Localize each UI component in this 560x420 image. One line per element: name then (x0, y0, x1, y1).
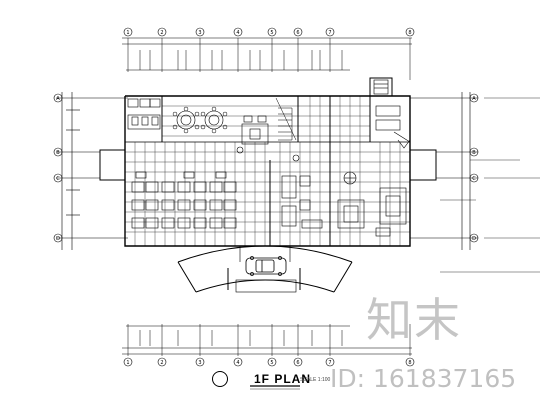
upper-right-office (373, 79, 411, 149)
grid-label-bottom: 3 (198, 360, 201, 366)
grid-label-bottom: 7 (328, 360, 331, 366)
grid-label-bottom: 2 (160, 360, 163, 366)
scale-note: SCALE 1:100 (300, 377, 331, 383)
grid-label-top: 6 (296, 30, 299, 36)
grid-label-bottom: 8 (408, 360, 411, 366)
watermark-id: ID: 161837165 (330, 364, 517, 393)
grid-label-right: C (472, 176, 476, 182)
grid-label-top: 1 (126, 30, 129, 36)
grid-label-right: B (472, 150, 476, 156)
meeting-furniture (281, 171, 407, 237)
office-desks (131, 171, 237, 229)
grid-label-top: 7 (328, 30, 331, 36)
drawing-title: 1F PLAN (254, 372, 312, 386)
grid-label-top: 5 (270, 30, 273, 36)
grid-label-bottom: 5 (270, 360, 273, 366)
stairs (275, 97, 297, 141)
grid-label-top: 2 (160, 30, 163, 36)
lounge-sofa-set (236, 115, 300, 162)
building-walls (99, 77, 437, 247)
watermark-brand: 知末 (366, 293, 462, 347)
grid-label-right: A (472, 96, 476, 102)
grid-label-left: A (56, 96, 60, 102)
car-symbol (245, 256, 287, 276)
grid-label-bottom: 4 (236, 360, 239, 366)
grid-label-left: C (56, 176, 60, 182)
grid-label-left: B (56, 150, 60, 156)
floor-tile-grid (125, 96, 410, 246)
grid-label-bottom: 1 (126, 360, 129, 366)
top-grid-bubbles (123, 27, 415, 37)
grid-label-top: 4 (236, 30, 239, 36)
grid-label-left: D (56, 236, 60, 242)
grid-label-right: D (472, 236, 476, 242)
left-dimension-lines (53, 92, 128, 250)
round-tables (172, 106, 228, 134)
grid-label-top: 3 (198, 30, 201, 36)
entrance-canopy (177, 245, 353, 293)
grid-label-top: 8 (408, 30, 411, 36)
north-arrow-symbol (212, 371, 228, 387)
right-dimension-lines (410, 92, 540, 273)
restroom-fixtures (127, 98, 161, 130)
grid-label-bottom: 6 (296, 360, 299, 366)
bottom-dimension-lines (122, 324, 415, 367)
top-dimension-lines (122, 37, 412, 80)
